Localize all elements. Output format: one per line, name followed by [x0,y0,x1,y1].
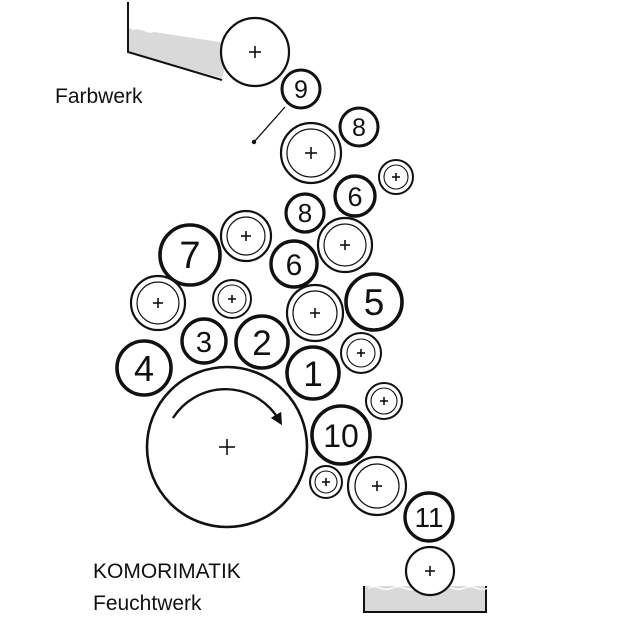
roller-6-lower-number: 6 [286,249,303,282]
roller-8-upper: 8 [338,106,380,148]
plus-axis-icon [380,397,388,405]
roller-5: 5 [344,272,404,332]
roller-6-upper: 6 [333,174,377,218]
water-fountain-roller [404,545,456,597]
roller-7-number: 7 [179,235,200,277]
ring-roller-4 [316,216,374,274]
ring-roller-7 [285,283,345,343]
plus-axis-icon [322,478,330,486]
roller-2-number: 2 [252,324,271,363]
ink-fountain [127,2,232,81]
dampening-unit-label: Feuchtwerk [93,592,202,615]
plus-axis-icon [425,566,435,576]
roller-11-number: 11 [414,502,443,533]
roller-1: 1 [285,345,341,401]
roller-4: 4 [115,339,173,397]
ring-roller-6 [212,279,252,319]
ring-roller-8 [340,332,382,374]
plus-axis-icon [219,439,235,455]
leader-line [251,106,286,145]
plus-axis-icon [392,173,400,181]
roller-8-upper-number: 8 [352,114,366,142]
roller-2: 2 [234,314,290,370]
plus-axis-icon [372,481,382,491]
ink-fountain-roller [219,16,291,88]
ring-roller-5 [129,274,187,332]
plus-axis-icon [357,349,365,357]
roller-8-lower-number: 8 [298,198,312,228]
plus-axis-icon [241,231,251,241]
roller-3: 3 [180,317,228,365]
roller-9: 9 [280,68,322,110]
ring-roller-9 [365,382,403,420]
ring-roller-11 [346,455,408,517]
inking-unit-label: Farbwerk [55,85,143,108]
system-name-label: KOMORIMATIK [93,560,241,583]
roller-4-number: 4 [134,348,154,389]
rotation-arrow-icon [171,387,283,426]
roller-5-number: 5 [364,282,385,323]
ring-roller-2 [378,159,414,195]
roller-10-number: 10 [323,418,359,454]
plus-axis-icon [249,46,261,58]
roller-7: 7 [158,223,222,287]
roller-10: 10 [310,404,372,466]
plus-axis-icon [310,308,320,318]
roller-6-upper-number: 6 [347,182,362,212]
ring-roller-10 [309,465,343,499]
ring-roller-1 [279,121,343,185]
roller-1-number: 1 [303,355,322,394]
plus-axis-icon [340,240,350,250]
ring-roller-3 [219,209,273,263]
roller-3-number: 3 [196,327,212,359]
plate-cylinder [145,365,309,529]
plus-axis-icon [153,298,163,308]
roller-8-lower: 8 [284,192,326,234]
roller-9-number: 9 [294,76,308,104]
roller-11: 11 [403,491,455,543]
roller-6-lower: 6 [269,239,319,289]
plus-axis-icon [305,147,317,159]
plus-axis-icon [228,295,236,303]
